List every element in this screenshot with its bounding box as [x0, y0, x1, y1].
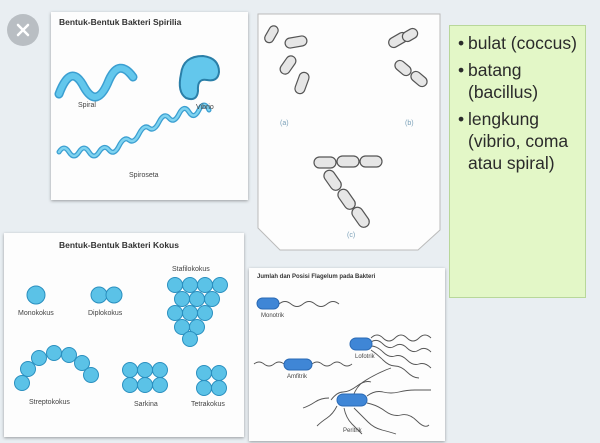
- spiroseta-bacterium: [56, 102, 212, 159]
- monokokus-cell: [26, 285, 46, 305]
- vibrio-bacterium: [178, 54, 221, 101]
- kokus-title: Bentuk-Bentuk Bakteri Kokus: [59, 240, 179, 250]
- bacillus-rods: [264, 25, 428, 228]
- label-stafilokokus: Stafilokokus: [172, 266, 210, 273]
- label-streptokokus: Streptokokus: [29, 399, 70, 406]
- label-lofotrik: Lofotrik: [355, 354, 375, 360]
- list-item: • batang (bacillus): [458, 60, 539, 102]
- label-b: (b): [405, 120, 414, 127]
- list-item: • lengkung (vibrio, coma atau spiral): [458, 109, 569, 173]
- label-vibrio: Vibrio: [196, 104, 214, 111]
- peritrik-flagella: [330, 381, 372, 401]
- label-diplokokus: Diplokokus: [88, 310, 123, 317]
- list-item: • bulat (coccus): [458, 33, 577, 53]
- peritrik-cell: [336, 393, 368, 407]
- close-button[interactable]: [7, 14, 39, 46]
- streptokokus-chain: [14, 345, 99, 391]
- amfitrik-cell: [283, 358, 313, 371]
- lofotrik-flagella: [370, 334, 432, 342]
- amfitrik-flagella: [253, 361, 285, 367]
- spirilia-panel: Bentuk-Bentuk Bakteri Spirilia Spiral Vi…: [51, 12, 248, 200]
- label-monokokus: Monokokus: [18, 310, 54, 317]
- label-peritrik: Peritrik: [343, 428, 362, 434]
- flagella-diagrams: [253, 297, 432, 435]
- monotrik-flagellum: [278, 301, 340, 307]
- close-icon: [16, 23, 30, 37]
- tetrakokus-group: [196, 365, 227, 396]
- label-sarkina: Sarkina: [134, 401, 158, 408]
- flagella-title: Jumlah dan Posisi Flagelum pada Bakteri: [257, 274, 376, 280]
- label-spiral: Spiral: [78, 102, 96, 109]
- lofotrik-cell: [349, 337, 373, 351]
- kokus-shapes: [14, 277, 228, 396]
- monotrik-cell: [256, 297, 280, 310]
- kokus-panel: Bentuk-Bentuk Bakteri Kokus: [4, 233, 244, 437]
- bacteria-shape-list: • bulat (coccus) • batang (bacillus) • l…: [449, 25, 586, 298]
- label-c: (c): [347, 232, 356, 239]
- stafilokokus-cluster: [167, 277, 228, 347]
- flagella-panel: Jumlah dan Posisi Flagelum pada Bakteri: [249, 268, 445, 441]
- label-spiroseta: Spiroseta: [129, 172, 159, 179]
- diplokokus-cell: [105, 286, 123, 304]
- diplokokus-cell: [90, 286, 108, 304]
- sarkina-cube: [122, 362, 168, 393]
- label-tetrakokus: Tetrakokus: [191, 401, 225, 408]
- spirilia-title: Bentuk-Bentuk Bakteri Spirilia: [59, 17, 182, 27]
- label-monotrik: Monotrik: [261, 313, 285, 319]
- label-amfitrik: Amfitrik: [287, 374, 307, 380]
- spiral-bacterium: [54, 63, 138, 102]
- label-a: (a): [280, 120, 289, 127]
